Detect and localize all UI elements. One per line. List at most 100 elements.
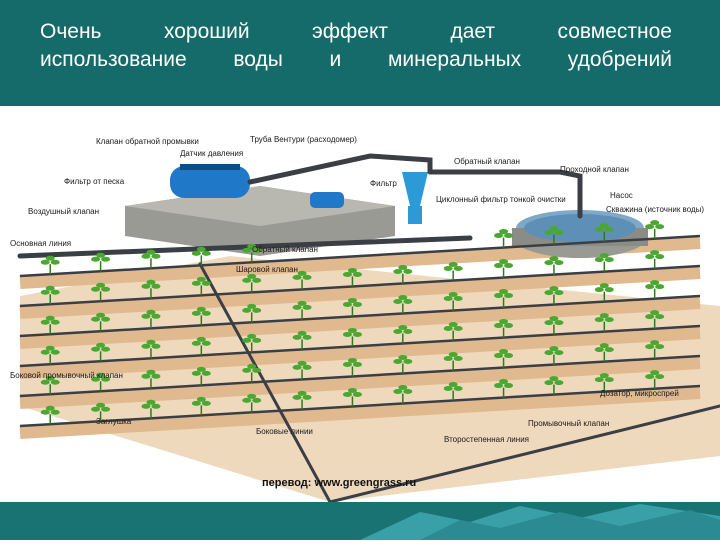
plant — [292, 360, 312, 380]
plant — [494, 349, 514, 368]
plant — [342, 357, 362, 377]
plant — [544, 226, 564, 245]
sand-filter-tank — [170, 166, 250, 198]
plant — [342, 387, 362, 407]
plant — [594, 313, 614, 332]
plant — [443, 292, 463, 311]
lateral-line — [19, 354, 701, 398]
lateral-line — [19, 234, 701, 278]
plant — [443, 382, 463, 401]
label-side-flush: Боковой промывочный клапан — [10, 371, 123, 380]
header-line-1: Очень хороший эффект дает совместное — [40, 20, 672, 43]
cyclone-filter — [402, 172, 428, 206]
lateral-line — [19, 294, 701, 338]
plant — [40, 315, 60, 335]
soil-row — [19, 295, 701, 349]
label-lateral: Боковые линии — [256, 427, 313, 436]
plant — [40, 255, 60, 275]
label-air-valve: Воздушный клапан — [28, 207, 99, 216]
plant — [91, 342, 111, 362]
plant — [242, 303, 262, 323]
plant — [191, 306, 211, 326]
lateral-line — [19, 384, 701, 428]
plant — [393, 264, 413, 284]
plant — [141, 249, 161, 269]
footer-mountains — [360, 504, 720, 540]
plant — [393, 294, 413, 314]
plant — [645, 220, 665, 239]
plant — [544, 346, 564, 365]
soil-row — [19, 325, 701, 379]
filter-unit — [310, 192, 344, 208]
label-pump: Насос — [610, 191, 633, 200]
plant — [645, 250, 665, 269]
plant — [191, 366, 211, 386]
plants — [40, 220, 665, 425]
plant — [292, 390, 312, 410]
lateral-line — [19, 264, 701, 308]
plant — [40, 405, 60, 425]
plant — [544, 316, 564, 335]
label-ball-valve: Шаровой клапан — [236, 265, 298, 274]
label-cyclone: Циклонный фильтр тонкой очистки — [436, 195, 566, 204]
plant — [191, 246, 211, 266]
plant — [91, 312, 111, 332]
plant — [91, 252, 111, 272]
plant — [242, 393, 262, 413]
cyclone-base — [408, 206, 422, 224]
plant — [494, 259, 514, 278]
plant — [141, 279, 161, 299]
plant — [594, 253, 614, 272]
label-plug: Заглушка — [96, 417, 132, 426]
header-line-2: использование воды и минеральных удобрен… — [40, 48, 672, 71]
plant — [91, 372, 111, 392]
plant — [141, 399, 161, 419]
plant — [141, 339, 161, 359]
label-main-line: Основная линия — [10, 239, 71, 248]
plant — [342, 327, 362, 347]
plant — [191, 396, 211, 416]
plant — [91, 282, 111, 302]
credit-text: перевод: www.greengrass.ru — [262, 477, 416, 489]
plant — [242, 333, 262, 353]
header-title: Очень хороший эффект дает совместное исп… — [40, 18, 672, 74]
label-venturi: Труба Вентури (расходомер) — [250, 135, 357, 144]
soil-row — [19, 265, 701, 319]
plant — [645, 280, 665, 299]
plant — [191, 276, 211, 296]
plant — [393, 324, 413, 344]
plant — [443, 322, 463, 341]
irrigation-diagram: Клапан обратной промывки Датчик давления… — [10, 135, 720, 502]
plant — [594, 373, 614, 392]
plant — [242, 273, 262, 293]
plant — [494, 319, 514, 338]
plant — [544, 376, 564, 395]
plant — [594, 283, 614, 302]
plant — [645, 340, 665, 359]
plant — [393, 384, 413, 404]
plant — [342, 267, 362, 287]
label-filter: Фильтр — [370, 179, 397, 188]
plant — [292, 330, 312, 350]
label-flush-valve2: Промывочный клапан — [528, 419, 609, 428]
plant — [40, 285, 60, 305]
soil-row — [19, 385, 701, 439]
plant — [494, 379, 514, 398]
plant — [242, 363, 262, 383]
lateral-lines — [19, 234, 701, 428]
plant — [443, 352, 463, 371]
plant — [393, 354, 413, 374]
label-check-valve-bottom: Обратный клапан — [252, 245, 318, 254]
tank-band — [180, 164, 240, 170]
plant — [141, 369, 161, 389]
footer-band — [0, 502, 720, 540]
label-pressure-sensor: Датчик давления — [180, 149, 243, 158]
plant — [292, 300, 312, 320]
plant — [594, 343, 614, 362]
plant — [645, 310, 665, 329]
label-sand-filter: Фильтр от песка — [64, 177, 125, 186]
plant — [342, 297, 362, 317]
soil-row — [19, 355, 701, 409]
plant — [242, 243, 262, 263]
label-flush-valve: Клапан обратной промывки — [96, 137, 199, 146]
